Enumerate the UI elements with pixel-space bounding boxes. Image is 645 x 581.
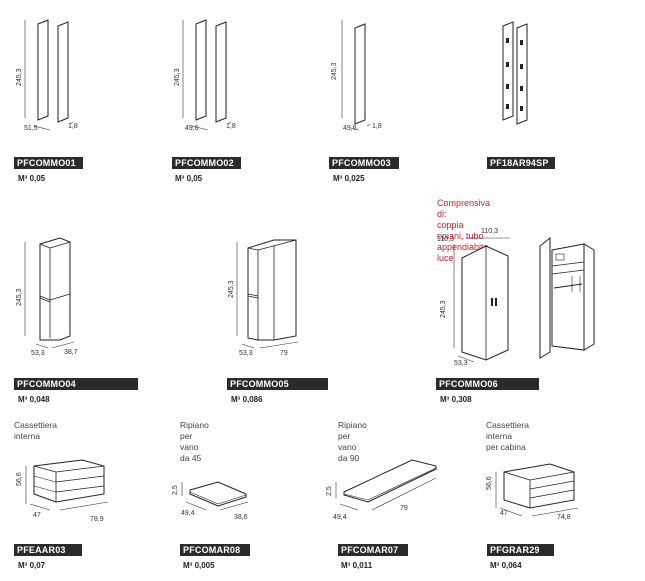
- volume-value: M³ 0,05: [18, 174, 46, 183]
- height-dimension: 245,3: [16, 68, 23, 86]
- depth-dimension: 1,8: [372, 123, 382, 130]
- item-title: Cassettiera interna: [14, 420, 57, 441]
- height-dimension: 2,5: [172, 485, 179, 495]
- volume-value: M³ 0,005: [183, 561, 215, 570]
- drawing-pfcommo03: [337, 18, 387, 133]
- product-code: PFCOMMO05: [227, 378, 328, 390]
- depth-dimension: 78,9: [90, 516, 104, 523]
- height-dimension: 56,6: [16, 472, 23, 486]
- depth-dimension: 79: [400, 505, 408, 512]
- width-dimension: 53,3: [239, 350, 253, 357]
- volume-value: M³ 0,064: [490, 561, 522, 570]
- height-dimension: 2,5: [326, 486, 333, 496]
- top-right-dimension: 110,3: [481, 228, 498, 235]
- depth-dimension: 1,8: [68, 123, 78, 130]
- height-dimension: 245,3: [16, 288, 23, 306]
- product-code: PFCOMAR07: [338, 544, 408, 556]
- height-dimension: 245,3: [228, 280, 235, 298]
- drawing-pfcommo06: [444, 228, 604, 370]
- drawing-pfcommo04: [22, 237, 92, 358]
- item-title: Ripiano per vano da 90: [338, 420, 367, 463]
- volume-value: M³ 0,308: [440, 395, 472, 404]
- height-dimension: 56,6: [486, 476, 493, 490]
- product-code: PFCOMMO03: [329, 157, 399, 169]
- width-dimension: 47: [33, 512, 41, 519]
- volume-value: M³ 0,086: [231, 395, 263, 404]
- product-code: PFCOMMO02: [172, 157, 241, 169]
- width-dimension: 53,3: [31, 350, 45, 357]
- depth-dimension: 74,8: [557, 514, 571, 521]
- width-dimension: 49,6: [343, 125, 357, 132]
- drawing-pfgrar29: [492, 460, 592, 522]
- volume-value: M³ 0,07: [18, 561, 46, 570]
- height-dimension: 245,3: [440, 300, 447, 318]
- product-code: PFCOMMO06: [436, 378, 539, 390]
- drawing-pfcommo05: [234, 238, 314, 358]
- volume-value: M³ 0,05: [175, 174, 203, 183]
- product-code: PFEAAR03: [14, 544, 82, 556]
- volume-value: M³ 0,025: [333, 174, 365, 183]
- item-title: Ripiano per vano da 45: [180, 420, 209, 463]
- depth-dimension: 38,7: [64, 349, 78, 356]
- included-note: Comprensiva di: coppia ripiani, tubo app…: [437, 198, 492, 263]
- width-dimension: 49,4: [181, 510, 195, 517]
- drawing-pfeaar03: [20, 452, 120, 522]
- depth-dimension: 79: [280, 350, 288, 357]
- depth-dimension: 38,6: [234, 514, 248, 521]
- width-dimension: 47: [500, 510, 508, 517]
- product-code: PFCOMMO01: [14, 157, 83, 169]
- top-left-dimension: 110,3: [437, 236, 454, 243]
- product-code: PFCOMMO04: [14, 378, 138, 390]
- width-dimension: 49,6: [185, 125, 199, 132]
- drawing-pfcommo02: [178, 18, 248, 133]
- depth-dimension: 1,8: [226, 123, 236, 130]
- product-code: PFCOMAR08: [180, 544, 250, 556]
- height-dimension: 245,3: [331, 62, 338, 80]
- drawing-pfcomar07: [332, 456, 442, 516]
- drawing-pfcommo01: [20, 18, 90, 133]
- width-dimension: 51,5: [24, 125, 38, 132]
- width-dimension: 49,4: [333, 514, 347, 521]
- height-dimension: 245,3: [174, 68, 181, 86]
- volume-value: M³ 0,048: [18, 395, 50, 404]
- width-dimension: 53,3: [454, 360, 468, 367]
- product-code: PFGRAR29: [487, 544, 554, 556]
- volume-value: M³ 0,011: [341, 561, 373, 570]
- drawing-pf18ar94sp: [495, 18, 535, 128]
- drawing-pfcomar08: [176, 470, 256, 520]
- item-title: Cassettiera interna per cabina: [486, 420, 529, 452]
- product-code: PF18AR94SP: [487, 157, 555, 169]
